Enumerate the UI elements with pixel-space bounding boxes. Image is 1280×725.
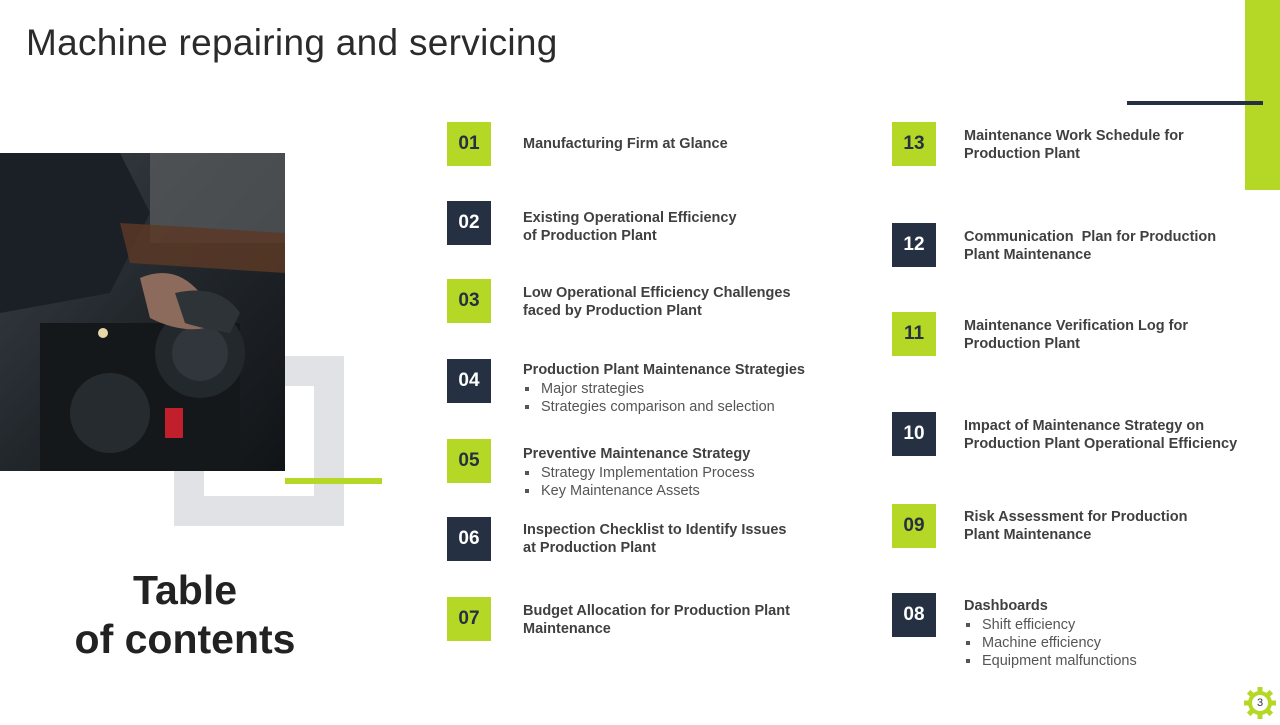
toc-item-02-title-line-1: Existing Operational Efficiency: [523, 210, 737, 226]
accent-underline: [285, 478, 382, 484]
toc-item-05[interactable]: Preventive Maintenance Strategy Strategy…: [523, 445, 755, 500]
toc-item-07-title-line-2: Maintenance: [523, 621, 611, 637]
toc-item-06[interactable]: Inspection Checklist to Identify Issues …: [523, 521, 786, 557]
toc-item-08-sub-1: Shift efficiency: [964, 616, 1137, 634]
toc-number-01: 01: [447, 122, 491, 166]
toc-number-08: 08: [892, 593, 936, 637]
toc-number-03: 03: [447, 279, 491, 323]
toc-item-09[interactable]: Risk Assessment for Production Plant Mai…: [964, 508, 1187, 544]
toc-item-04-sub-2: Strategies comparison and selection: [523, 398, 805, 416]
toc-number-07: 07: [447, 597, 491, 641]
toc-heading-line-1: Table: [132, 567, 238, 613]
toc-item-09-title-line-2: Plant Maintenance: [964, 527, 1092, 543]
toc-number-13: 13: [892, 122, 936, 166]
toc-item-13-title-line-1: Maintenance Work Schedule for: [964, 128, 1184, 144]
toc-item-11-title-line-2: Production Plant: [964, 336, 1080, 352]
toc-number-02: 02: [447, 201, 491, 245]
toc-item-03-title-line-1: Low Operational Efficiency Challenges: [523, 285, 791, 301]
accent-bar: [1245, 0, 1280, 190]
toc-item-02[interactable]: Existing Operational Efficiency of Produ…: [523, 209, 737, 245]
toc-item-06-title-line-2: at Production Plant: [523, 540, 656, 556]
toc-item-05-sub-1: Strategy Implementation Process: [523, 464, 755, 482]
toc-heading-line-2: of contents: [74, 616, 296, 662]
toc-number-09: 09: [892, 504, 936, 548]
page-number: 3: [1256, 697, 1264, 709]
toc-item-11-title-line-1: Maintenance Verification Log for: [964, 318, 1188, 334]
toc-item-05-sub-2: Key Maintenance Assets: [523, 482, 755, 500]
slide-title: Machine repairing and servicing: [26, 22, 558, 63]
toc-item-10[interactable]: Impact of Maintenance Strategy on Produc…: [964, 417, 1237, 453]
accent-line: [1127, 101, 1263, 105]
toc-item-01-title: Manufacturing Firm at Glance: [523, 136, 728, 152]
toc-item-01[interactable]: Manufacturing Firm at Glance: [523, 135, 728, 153]
toc-item-03-title-line-2: faced by Production Plant: [523, 303, 702, 319]
toc-item-06-title-line-1: Inspection Checklist to Identify Issues: [523, 522, 787, 538]
toc-item-12-title-line-2: Plant Maintenance: [964, 247, 1092, 263]
toc-item-04[interactable]: Production Plant Maintenance Strategies …: [523, 361, 805, 416]
toc-number-10: 10: [892, 412, 936, 456]
toc-item-13-title-line-2: Production Plant: [964, 146, 1080, 162]
toc-item-10-title-line-2: Production Plant Operational Efficiency: [964, 436, 1238, 452]
toc-item-10-title-line-1: Impact of Maintenance Strategy on: [964, 418, 1205, 434]
toc-item-05-title: Preventive Maintenance Strategy: [523, 446, 751, 462]
toc-number-06: 06: [447, 517, 491, 561]
toc-item-12[interactable]: Communication Plan for Production Plant …: [964, 228, 1216, 264]
toc-item-04-sub-1: Major strategies: [523, 380, 805, 398]
gear-icon: [1244, 687, 1276, 719]
toc-item-11[interactable]: Maintenance Verification Log for Product…: [964, 317, 1188, 353]
toc-number-04: 04: [447, 359, 491, 403]
toc-item-04-title: Production Plant Maintenance Strategies: [523, 362, 805, 378]
mechanic-photo: [0, 153, 285, 471]
toc-heading: Table of contents: [60, 566, 310, 664]
toc-item-13[interactable]: Maintenance Work Schedule for Production…: [964, 127, 1184, 163]
toc-item-08[interactable]: Dashboards Shift efficiency Machine effi…: [964, 597, 1137, 670]
page-number-badge: 3: [1243, 686, 1277, 720]
toc-item-08-sub-3: Equipment malfunctions: [964, 652, 1137, 670]
toc-item-07-title-line-1: Budget Allocation for Production Plant: [523, 603, 790, 619]
toc-number-11: 11: [892, 312, 936, 356]
toc-item-09-title-line-1: Risk Assessment for Production: [964, 509, 1188, 525]
toc-item-02-title-line-2: of Production Plant: [523, 228, 657, 244]
toc-item-07[interactable]: Budget Allocation for Production Plant M…: [523, 602, 790, 638]
toc-item-03[interactable]: Low Operational Efficiency Challenges fa…: [523, 284, 791, 320]
toc-item-08-title: Dashboards: [964, 598, 1048, 614]
toc-item-12-title-line-1: Communication Plan for Production: [964, 229, 1217, 245]
toc-number-05: 05: [447, 439, 491, 483]
toc-number-12: 12: [892, 223, 936, 267]
toc-item-08-sub-2: Machine efficiency: [964, 634, 1137, 652]
